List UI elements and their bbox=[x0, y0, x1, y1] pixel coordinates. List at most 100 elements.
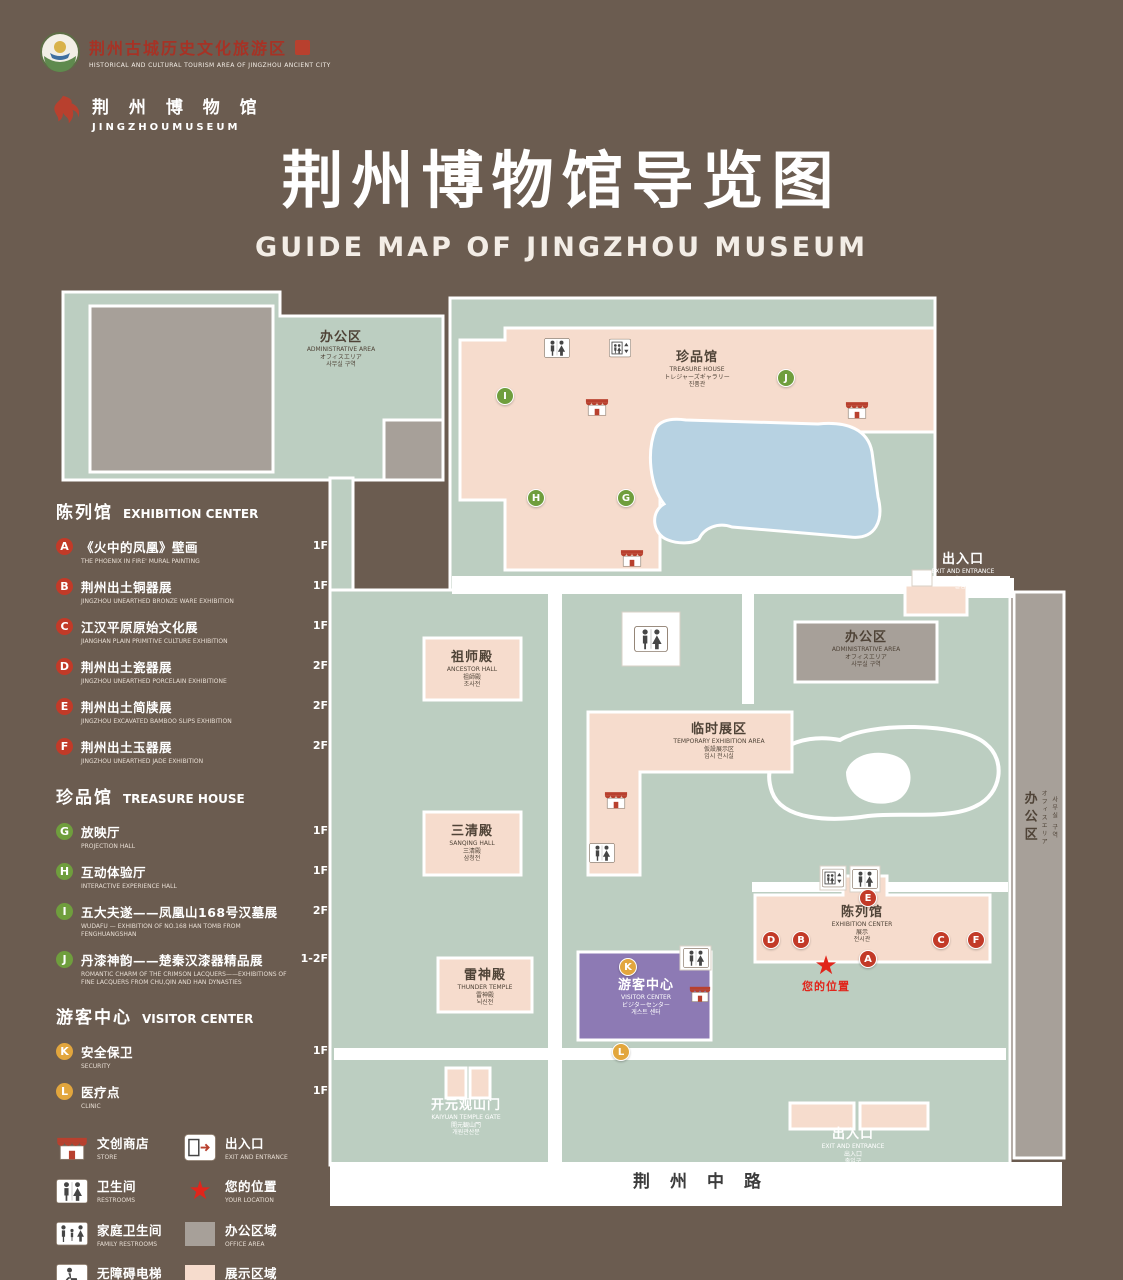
legend-item-floor: 1F bbox=[312, 1044, 328, 1058]
legend-item-zh: 互动体验厅 bbox=[81, 864, 147, 880]
legend-key-G: G bbox=[56, 822, 73, 840]
legend-symbol-zh: 您的位置 bbox=[225, 1179, 278, 1195]
jingzhou-middle-road bbox=[330, 1162, 1062, 1206]
northeast-entrance-building bbox=[903, 583, 969, 617]
legend-item-en: JINGZHOU UNEARTHED BRONZE WARE EXHIBITIO… bbox=[81, 598, 234, 606]
legend-symbol-zh: 出入口 bbox=[225, 1136, 265, 1152]
legend-key-H: H bbox=[56, 862, 73, 880]
northwest-annex-building bbox=[382, 418, 445, 482]
legend-item-floor: 1F bbox=[312, 619, 328, 633]
legend-item-floor: 1F bbox=[312, 1084, 328, 1098]
legend-item-text: 互动体验厅 INTERACTIVE EXPERIENCE HALL bbox=[81, 862, 292, 891]
northwest-admin-building bbox=[88, 304, 275, 474]
legend-item-en: THE PHOENIX IN FIRE' MURAL PAINTING bbox=[81, 558, 200, 565]
south-entrance-building bbox=[788, 1101, 856, 1131]
legend-section-title-zh: 陈列馆 bbox=[56, 503, 113, 523]
legend-key-C: C bbox=[56, 618, 73, 636]
legend-symbol-en: RESTROOMS bbox=[97, 1197, 136, 1205]
legend-symbol-text: 展示区域DISPLAY AREA bbox=[225, 1263, 277, 1280]
legend-item-en: ROMANTIC CHARM OF THE CRIMSON LACQUERS——… bbox=[81, 970, 287, 987]
east-admin-strip bbox=[1012, 590, 1066, 1160]
legend-symbol-en: YOUR LOCATION bbox=[225, 1197, 274, 1205]
exit-icon bbox=[184, 1134, 216, 1162]
legend-item-en: JIANGHAN PLAIN PRIMITIVE CULTURE EXHIBIT… bbox=[81, 638, 228, 646]
legend-symbol-store: 文创商店 STORE bbox=[56, 1133, 174, 1162]
legend-item-en: WUDAFU — EXHIBITION OF NO.168 HAN TOMB F… bbox=[81, 922, 241, 938]
tourism-emblem-icon bbox=[40, 32, 80, 76]
legend-item-floor: 2F bbox=[312, 903, 328, 917]
garden-pond bbox=[846, 752, 911, 804]
page-subtitle: GUIDE MAP OF JINGZHOU MUSEUM bbox=[255, 232, 868, 263]
legend-section-title-zh: 珍品馆 bbox=[56, 787, 113, 808]
walkway bbox=[548, 592, 562, 1165]
legend-key-B: B bbox=[56, 578, 73, 596]
legend-item-en: INTERACTIVE EXPERIENCE HALL bbox=[81, 882, 177, 890]
legend-symbol-en: FAMILY RESTROOMS bbox=[97, 1240, 158, 1248]
walkway bbox=[742, 592, 754, 704]
legend-item-floor: 1-2F bbox=[300, 951, 328, 965]
swatch-display-icon bbox=[184, 1265, 216, 1280]
legend-item-floor: 1F bbox=[312, 863, 328, 877]
legend-key-K: K bbox=[56, 1043, 73, 1061]
tourism-logo-title: 荆州古城历史文化旅游区 bbox=[89, 39, 288, 58]
tourism-logo: 荆州古城历史文化旅游区 HISTORICAL AND CULTURAL TOUR… bbox=[40, 32, 331, 76]
legend-section-title-en: EXHIBITION CENTER bbox=[123, 507, 259, 521]
legend-item-floor: 2F bbox=[312, 659, 328, 673]
legend-item-en: PROJECTION HALL bbox=[81, 842, 136, 850]
legend-key-L: L bbox=[56, 1083, 73, 1101]
legend-symbol-text: 无障碍电梯ACCESSIBLE ELEVATOR bbox=[97, 1263, 167, 1280]
sanqing-hall-building bbox=[422, 810, 523, 877]
accessible-icon bbox=[56, 1263, 88, 1280]
legend-item-en: SECURITY bbox=[81, 1063, 111, 1071]
elevator-box bbox=[819, 865, 847, 891]
legend-item-floor: 1F bbox=[312, 823, 328, 837]
legend-key-E: E bbox=[56, 698, 73, 716]
legend-item-zh: 荆州出土玉器展 bbox=[81, 740, 173, 756]
store-icon bbox=[56, 1136, 88, 1161]
legend-symbol-zh: 卫生间 bbox=[97, 1179, 137, 1195]
legend-symbol-swatch-display: 展示区域DISPLAY AREA bbox=[184, 1263, 288, 1280]
legend-symbol-zh: 办公区域 bbox=[225, 1222, 278, 1238]
walkway bbox=[452, 576, 1010, 594]
tourism-logo-seal-icon bbox=[295, 39, 311, 55]
legend-symbol-restroom: 卫生间 RESTROOMS bbox=[56, 1176, 174, 1205]
temporary-exhibition-building bbox=[586, 710, 794, 877]
gate-structure bbox=[468, 1066, 492, 1100]
legend-symbol-zh: 无障碍电梯 bbox=[97, 1265, 163, 1280]
poster-title: 荆州博物馆导览图 GUIDE MAP OF JINGZHOU MUSEUM bbox=[0, 130, 1123, 263]
ancestor-hall-building bbox=[422, 636, 523, 702]
thunder-temple-building bbox=[436, 956, 534, 1014]
legend-item-floor: 2F bbox=[312, 699, 328, 713]
museum-logo-title: 荆 州 博 物 馆 bbox=[92, 98, 264, 118]
legend-symbol-accessible: 无障碍电梯ACCESSIBLE ELEVATOR bbox=[56, 1263, 174, 1280]
museum-logo: 荆 州 博 物 馆 JINGZHOUMUSEUM bbox=[44, 92, 264, 134]
restroom-box bbox=[679, 945, 712, 971]
legend-section-title-zh: 游客中心 bbox=[56, 1008, 132, 1029]
legend-section-title-en: TREASURE HOUSE bbox=[123, 791, 245, 806]
tourism-logo-subtitle: HISTORICAL AND CULTURAL TOURISM AREA OF … bbox=[89, 62, 331, 69]
legend-section-title: 陈列馆 EXHIBITION CENTER bbox=[56, 498, 328, 523]
restroom-icon bbox=[56, 1178, 88, 1204]
legend-item-en: JINGZHOU EXCAVATED BAMBOO SLIPS EXHIBITI… bbox=[81, 718, 232, 726]
legend-item-en: CLINIC bbox=[81, 1103, 101, 1111]
legend-key-D: D bbox=[56, 658, 73, 676]
legend-symbol-en: STORE bbox=[97, 1154, 118, 1162]
legend-symbol-zh: 文创商店 bbox=[97, 1136, 150, 1152]
pond bbox=[648, 417, 882, 545]
legend-item-zh: 五大夫遂——凤凰山168号汉墓展 bbox=[81, 904, 278, 920]
legend-section-title-en: VISITOR CENTER bbox=[142, 1012, 254, 1027]
